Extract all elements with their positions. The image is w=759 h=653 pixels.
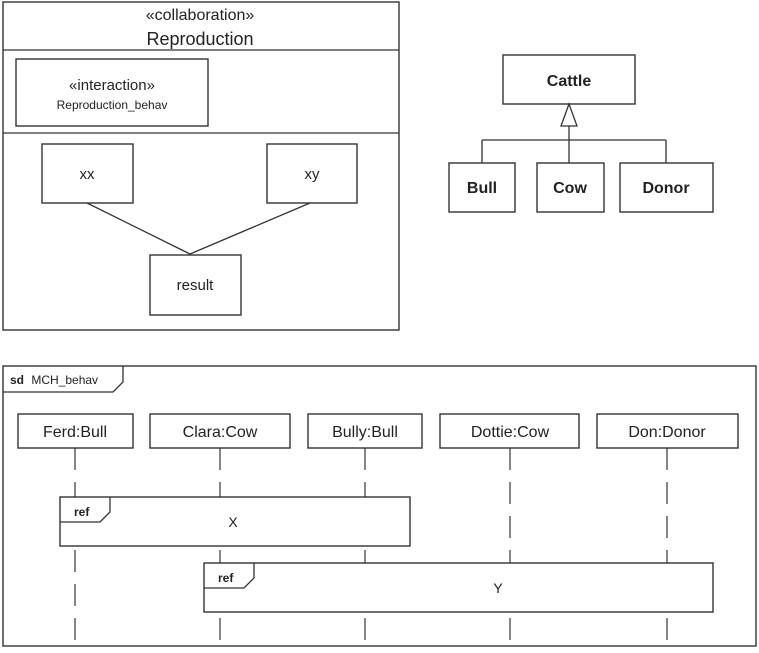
svg-text:sd MCH_behav: sd MCH_behav	[10, 373, 98, 387]
connector-xy-result	[189, 202, 311, 255]
lifeline-clara-label: Clara:Cow	[183, 424, 258, 441]
role-xy: xy	[266, 143, 358, 204]
lifeline-dottie: Dottie:Cow	[439, 413, 580, 449]
role-result-rect	[149, 254, 242, 316]
class-hierarchy: Cattle Bull Cow Donor	[448, 54, 714, 213]
lifeline-don-label: Don:Donor	[628, 424, 706, 441]
class-bull: Bull	[448, 162, 516, 213]
lifeline-ferd-head	[17, 413, 134, 449]
lifeline-bully-head	[307, 413, 423, 449]
sd-frame-name: MCH_behav	[31, 373, 98, 387]
class-bull-label: Bull	[467, 180, 497, 197]
lifeline-don-head	[596, 413, 739, 449]
collaboration-reproduction: «collaboration» Reproduction «interactio…	[2, 1, 400, 331]
role-result-label: result	[177, 277, 215, 294]
class-donor-label: Donor	[642, 180, 689, 197]
ref-x-frame	[59, 496, 411, 547]
lifeline-ferd-label: Ferd:Bull	[43, 424, 107, 441]
ref-x-tab	[60, 497, 111, 523]
class-donor-rect	[619, 162, 714, 213]
role-result: result	[149, 254, 242, 316]
ref-x: ref X	[59, 496, 411, 547]
ref-y-tab	[204, 563, 255, 589]
role-xx-rect	[41, 143, 134, 204]
class-donor: Donor	[619, 162, 714, 213]
ref-y-name: Y	[493, 580, 503, 596]
class-cow: Cow	[536, 162, 605, 213]
sequence-diagram: sd MCH_behav Ferd:Bull Clara:Cow Bully:B…	[2, 365, 757, 647]
sd-frame-tab	[3, 366, 124, 393]
class-cow-label: Cow	[553, 180, 587, 197]
lifeline-dottie-head	[439, 413, 580, 449]
role-xy-rect	[266, 143, 358, 204]
lifeline-bully-label: Bully:Bull	[332, 424, 398, 441]
ref-y-tag: ref	[218, 571, 234, 585]
collaboration-name: Reproduction	[146, 29, 253, 49]
lifeline-ferd: Ferd:Bull	[17, 413, 134, 449]
role-xx-label: xx	[80, 166, 96, 183]
generalization-arrow-icon	[560, 102, 578, 127]
lifeline-dottie-label: Dottie:Cow	[471, 424, 550, 441]
class-bull-rect	[448, 162, 516, 213]
ref-y: ref Y	[203, 562, 714, 613]
class-cow-rect	[536, 162, 605, 213]
interaction-stereotype: «interaction»	[69, 77, 155, 94]
lifeline-clara: Clara:Cow	[149, 413, 291, 449]
interaction-name: Reproduction_behav	[57, 98, 168, 112]
ref-y-frame	[203, 562, 714, 613]
role-xx: xx	[41, 143, 134, 204]
lifeline-clara-head	[149, 413, 291, 449]
collaboration-stereotype: «collaboration»	[146, 7, 255, 24]
interaction-rect	[15, 58, 209, 127]
ref-x-name: X	[228, 514, 238, 530]
role-xy-label: xy	[305, 166, 321, 183]
lifeline-bully: Bully:Bull	[307, 413, 423, 449]
sd-frame-kind: sd	[10, 373, 24, 387]
class-cattle-rect	[502, 54, 636, 105]
ref-x-tag: ref	[74, 505, 90, 519]
lifeline-don: Don:Donor	[596, 413, 739, 449]
class-cattle-label: Cattle	[547, 73, 592, 90]
class-cattle: Cattle	[502, 54, 636, 105]
interaction-box: «interaction» Reproduction_behav	[15, 58, 209, 127]
connector-xx-result	[86, 202, 191, 255]
